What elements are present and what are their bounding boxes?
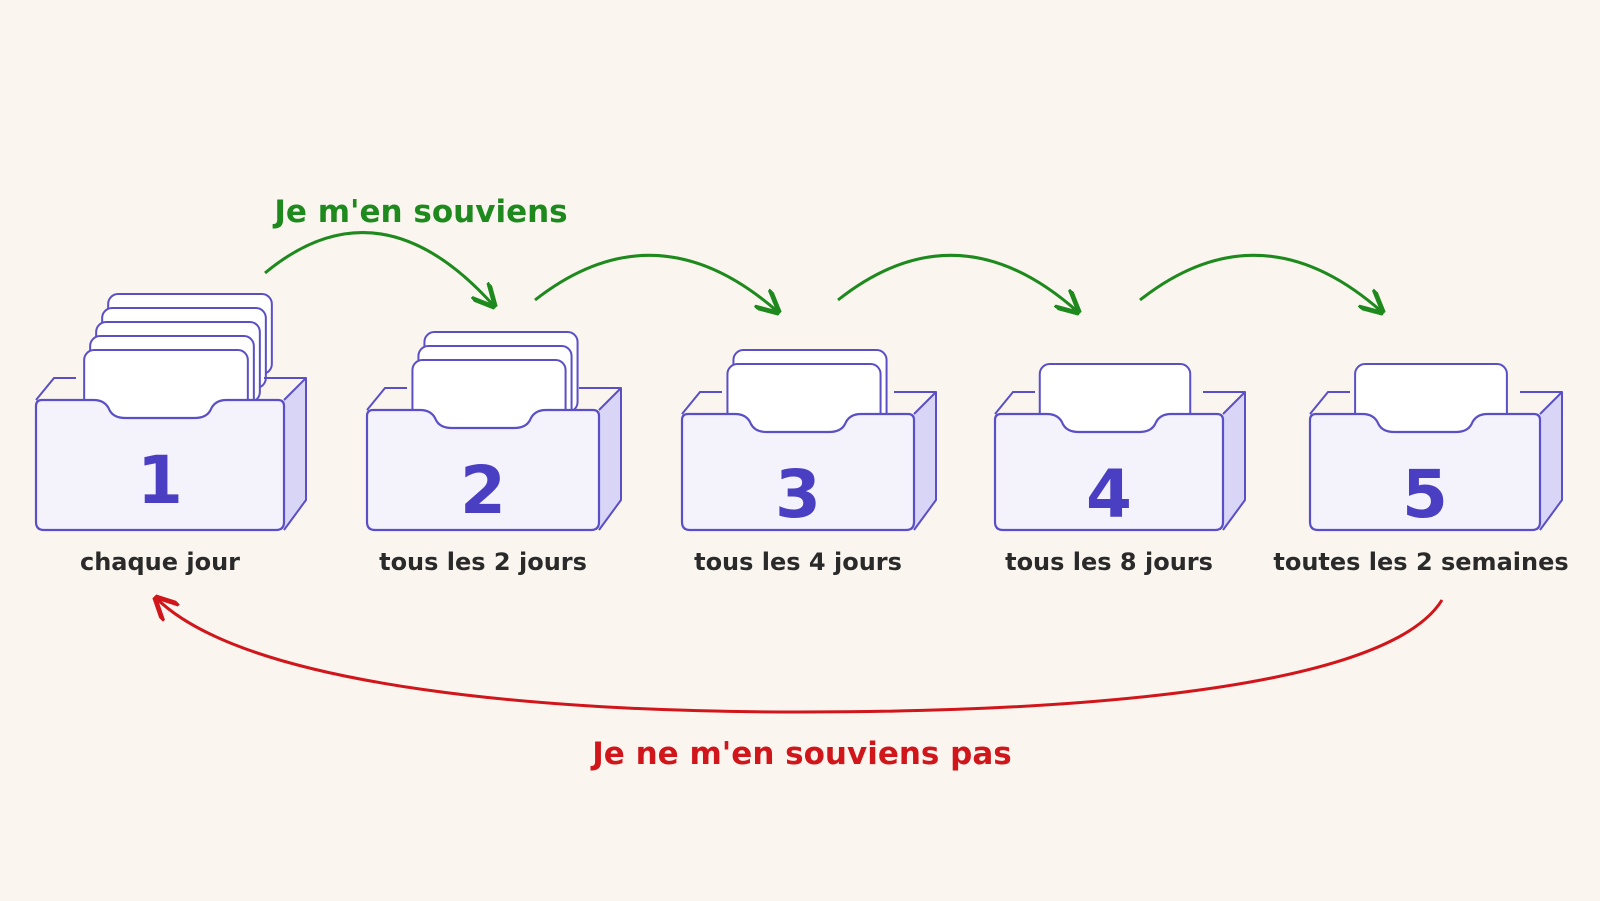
box-frequency-label: tous les 4 jours bbox=[694, 548, 902, 576]
box-side bbox=[1222, 391, 1246, 531]
box-side bbox=[598, 387, 622, 531]
box-frequency-label: tous les 2 jours bbox=[379, 548, 587, 576]
arrows-layer bbox=[156, 231, 1444, 714]
box-frequency-label: chaque jour bbox=[79, 548, 241, 576]
boxes-layer bbox=[34, 293, 1563, 532]
box-frequency-label: tous les 8 jours bbox=[1005, 548, 1213, 576]
remember-arrow bbox=[264, 231, 494, 306]
box-number: 5 bbox=[1402, 456, 1448, 533]
box-rim bbox=[1309, 391, 1350, 415]
box-front bbox=[365, 408, 601, 532]
box-rim bbox=[366, 387, 407, 411]
box-number: 1 bbox=[137, 442, 183, 519]
remember-label: Je m'en souviens bbox=[274, 194, 568, 230]
box-number: 4 bbox=[1086, 456, 1132, 533]
box-rim bbox=[681, 391, 722, 415]
forget-arrow bbox=[156, 598, 1444, 714]
box-side bbox=[1539, 391, 1563, 531]
leitner-box-1 bbox=[34, 293, 307, 532]
box-rim bbox=[35, 377, 76, 401]
box-front bbox=[993, 412, 1225, 532]
leitner-box-4 bbox=[993, 363, 1246, 532]
leitner-box-5 bbox=[1308, 363, 1563, 532]
leitner-box-2 bbox=[365, 331, 622, 532]
remember-arrow bbox=[534, 253, 778, 312]
box-frequency-label: toutes les 2 semaines bbox=[1273, 548, 1569, 576]
remember-arrow bbox=[1139, 253, 1382, 312]
box-front bbox=[1308, 412, 1542, 532]
remember-arrow bbox=[837, 253, 1078, 312]
box-side bbox=[283, 377, 307, 531]
box-number: 2 bbox=[460, 452, 506, 529]
box-rim bbox=[994, 391, 1035, 415]
forget-label: Je ne m'en souviens pas bbox=[592, 736, 1012, 772]
box-number: 3 bbox=[775, 456, 821, 533]
box-front bbox=[680, 412, 916, 532]
leitner-box-3 bbox=[680, 349, 937, 532]
box-front bbox=[34, 398, 286, 532]
box-side bbox=[913, 391, 937, 531]
